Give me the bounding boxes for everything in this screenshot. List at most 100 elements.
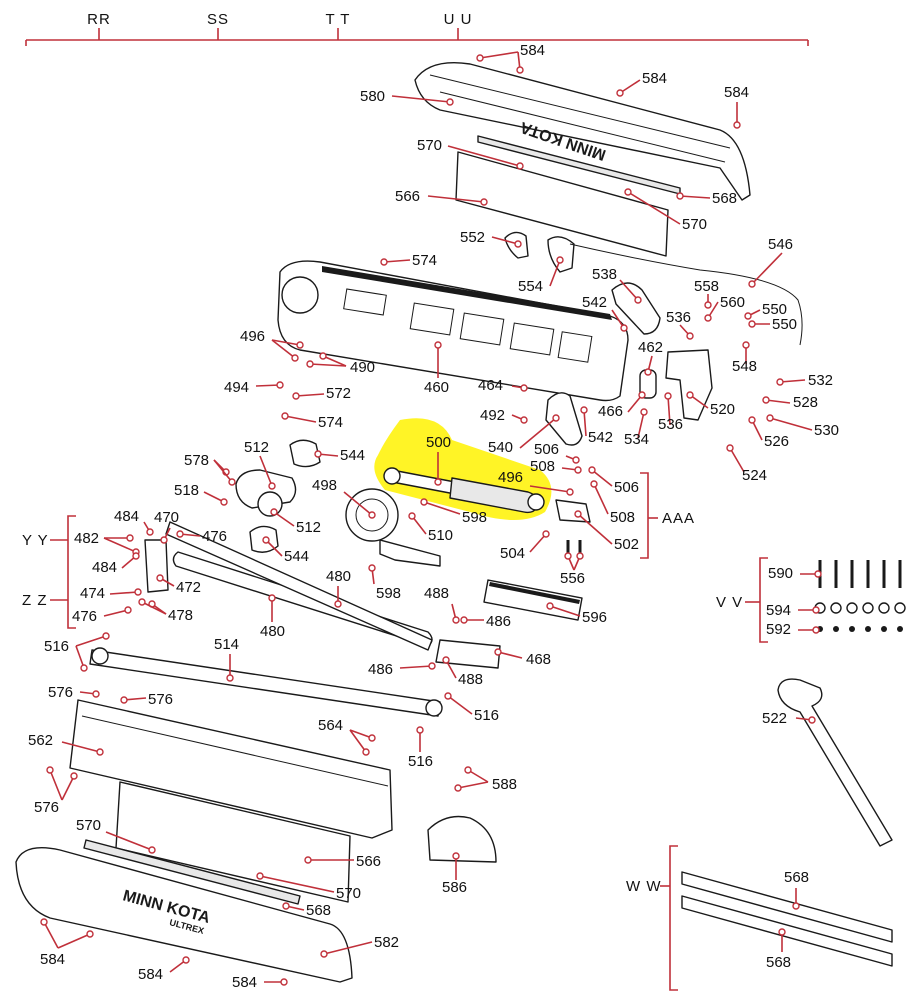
part-514-bar bbox=[89, 649, 441, 717]
leader-dot bbox=[460, 616, 468, 624]
callout-l536a: 536 bbox=[666, 309, 694, 340]
leader-dot bbox=[138, 598, 146, 606]
part-number-label: 478 bbox=[168, 607, 193, 624]
leader-dot bbox=[520, 416, 528, 424]
leader-line bbox=[57, 933, 91, 949]
leader-line bbox=[349, 729, 367, 753]
parts-artwork: MINN KOTA bbox=[15, 62, 906, 983]
leader-line bbox=[519, 417, 557, 449]
leader-line bbox=[593, 483, 609, 515]
part-number-label: 568 bbox=[766, 954, 791, 971]
leader-line bbox=[284, 415, 317, 423]
callout-l502: 502 bbox=[574, 510, 639, 553]
leader-dot bbox=[638, 391, 646, 399]
leader-dot bbox=[226, 674, 234, 682]
leader-line bbox=[779, 379, 806, 383]
callout-l584a: 584 bbox=[476, 42, 545, 74]
part-number-label: 480 bbox=[260, 623, 285, 640]
callout-l470: 470 bbox=[154, 509, 179, 544]
leader-dot bbox=[96, 748, 104, 756]
leader-dot bbox=[291, 354, 299, 362]
callout-l594: 594 bbox=[766, 602, 820, 619]
part-582-bottom-cover bbox=[15, 847, 353, 983]
part-number-label: 576 bbox=[148, 691, 173, 708]
part-number-label: 510 bbox=[428, 527, 453, 544]
leader-line bbox=[619, 279, 639, 301]
part-number-label: 542 bbox=[588, 429, 613, 446]
leader-line bbox=[729, 447, 745, 473]
part-number-label: 512 bbox=[296, 519, 321, 536]
part-number-label: 586 bbox=[442, 879, 467, 896]
leader-dot bbox=[452, 852, 460, 860]
part-number-label: 570 bbox=[336, 885, 361, 902]
part-562-channel bbox=[69, 699, 393, 839]
part-number-label: 568 bbox=[784, 869, 809, 886]
part-number-label: 490 bbox=[350, 359, 375, 376]
part-number-label: 508 bbox=[610, 509, 635, 526]
leader-dot bbox=[644, 368, 652, 376]
callout-l536b: 536 bbox=[658, 392, 683, 433]
group-label-rr: RR bbox=[87, 11, 111, 28]
group-label-vv: V V bbox=[716, 594, 743, 611]
callout-l568c: 568 bbox=[784, 869, 809, 910]
leader-line bbox=[637, 411, 645, 439]
part-number-label: 540 bbox=[488, 439, 513, 456]
part-580-top-cover bbox=[414, 62, 751, 201]
callout-l476a: 476 bbox=[176, 528, 227, 545]
callout-l486b: 486 bbox=[368, 661, 436, 678]
leader-line bbox=[769, 417, 813, 431]
leader-line bbox=[549, 605, 581, 617]
leader-dot bbox=[814, 570, 822, 578]
part-number-label: 464 bbox=[478, 377, 503, 394]
leader-dot bbox=[276, 381, 284, 389]
callout-l528: 528 bbox=[762, 394, 818, 411]
part-554 bbox=[547, 236, 575, 273]
part-number-label: 592 bbox=[766, 621, 791, 638]
leader-dot bbox=[616, 89, 624, 97]
leader-line bbox=[349, 729, 373, 739]
leader-dot bbox=[748, 280, 756, 288]
part-number-label: 466 bbox=[598, 403, 623, 420]
part-number-label: 554 bbox=[518, 278, 543, 295]
callout-l580: 580 bbox=[360, 88, 454, 106]
leader-dot bbox=[268, 594, 276, 602]
callout-l466: 466 bbox=[598, 391, 646, 420]
part-number-label: 584 bbox=[642, 70, 667, 87]
leader-line bbox=[49, 769, 63, 801]
callout-l496a: 496 bbox=[240, 328, 304, 362]
callout-l512a: 512 bbox=[244, 439, 276, 490]
part-number-label: 484 bbox=[114, 508, 139, 525]
part-number-label: 480 bbox=[326, 568, 351, 585]
part-number-label: 488 bbox=[424, 585, 449, 602]
leader-dot bbox=[464, 766, 472, 774]
part-586-cap bbox=[427, 815, 497, 863]
part-number-label: 460 bbox=[424, 379, 449, 396]
leader-line bbox=[479, 51, 519, 59]
callout-l486a: 486 bbox=[460, 613, 511, 630]
leader-line bbox=[491, 236, 519, 245]
part-number-label: 494 bbox=[224, 379, 249, 396]
leader-dot bbox=[416, 726, 424, 734]
part-number-label: 576 bbox=[34, 799, 59, 816]
callout-l506a: 506 bbox=[534, 441, 580, 464]
callout-l552: 552 bbox=[460, 229, 522, 248]
part-468 bbox=[435, 639, 501, 669]
leader-dot bbox=[368, 511, 376, 519]
leader-line bbox=[467, 769, 489, 783]
part-568-rail-lower bbox=[681, 895, 893, 967]
callout-l576c: 576 bbox=[34, 766, 78, 816]
part-number-label: 476 bbox=[72, 608, 97, 625]
leader-line bbox=[427, 195, 485, 203]
part-number-label: 578 bbox=[184, 452, 209, 469]
callout-l526: 526 bbox=[748, 416, 789, 450]
leader-line bbox=[43, 921, 59, 949]
leader-line bbox=[399, 665, 433, 669]
leader-line bbox=[271, 339, 301, 346]
leader-dot bbox=[268, 482, 276, 490]
leader-dot bbox=[270, 508, 278, 516]
leader-dot bbox=[494, 648, 502, 656]
leader-dot bbox=[40, 918, 48, 926]
callout-l524: 524 bbox=[726, 444, 767, 484]
part-number-label: 506 bbox=[534, 441, 559, 458]
leader-dot bbox=[590, 480, 598, 488]
